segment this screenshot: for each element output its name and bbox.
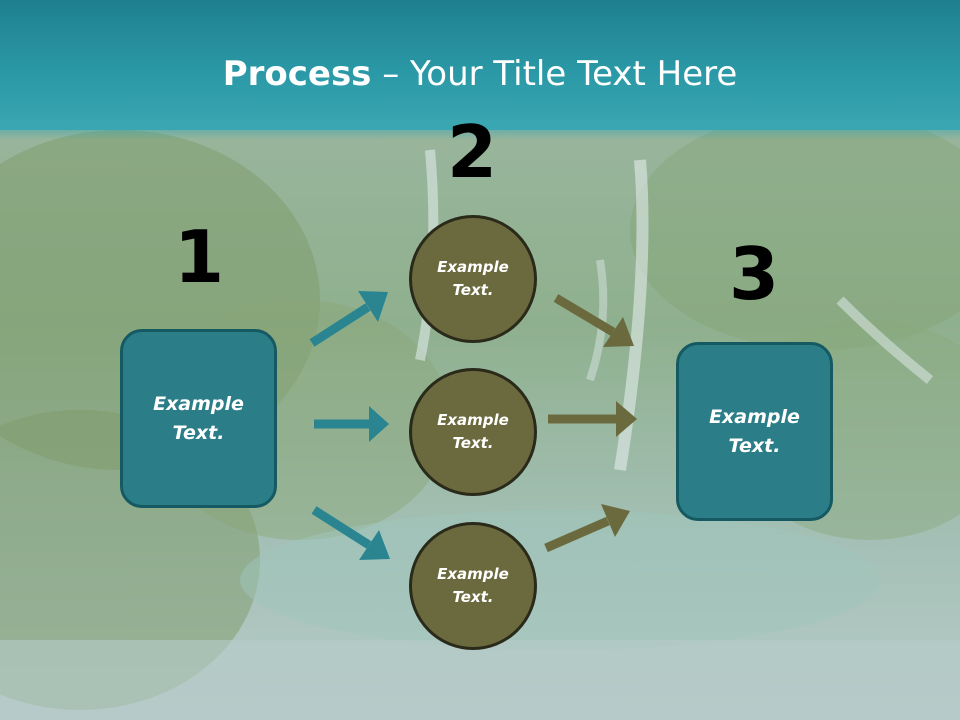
circle-top: Example Text. [409, 215, 537, 343]
circle-middle: Example Text. [409, 368, 537, 496]
left-box-text: Example Text. [153, 392, 244, 444]
arrow-to-bottom-circle [311, 506, 390, 560]
arrow-from-top-circle [553, 294, 634, 347]
step-number-3: 3 [728, 232, 780, 316]
arrow-from-bottom-circle [544, 504, 630, 553]
arrow-to-middle-circle [314, 406, 389, 442]
arrow-from-middle-circle [548, 401, 637, 437]
title-bar [0, 0, 960, 130]
circle-bottom-text: Example Text. [437, 565, 509, 606]
right-box-text: Example Text. [709, 405, 800, 457]
arrow-to-top-circle [309, 291, 388, 347]
left-box: Example Text. [120, 329, 277, 508]
circle-bottom: Example Text. [409, 522, 537, 650]
circle-middle-text: Example Text. [437, 411, 509, 452]
circle-top-text: Example Text. [437, 258, 509, 299]
title-bar-fade [0, 120, 960, 140]
slide-title-bold: Process [222, 54, 372, 94]
slide-title-rest: – Your Title Text Here [371, 54, 738, 94]
step-number-2: 2 [446, 110, 498, 194]
step-number-1: 1 [173, 215, 225, 299]
slide-title: Process – Your Title Text Here [0, 52, 960, 96]
right-box: Example Text. [676, 342, 833, 521]
